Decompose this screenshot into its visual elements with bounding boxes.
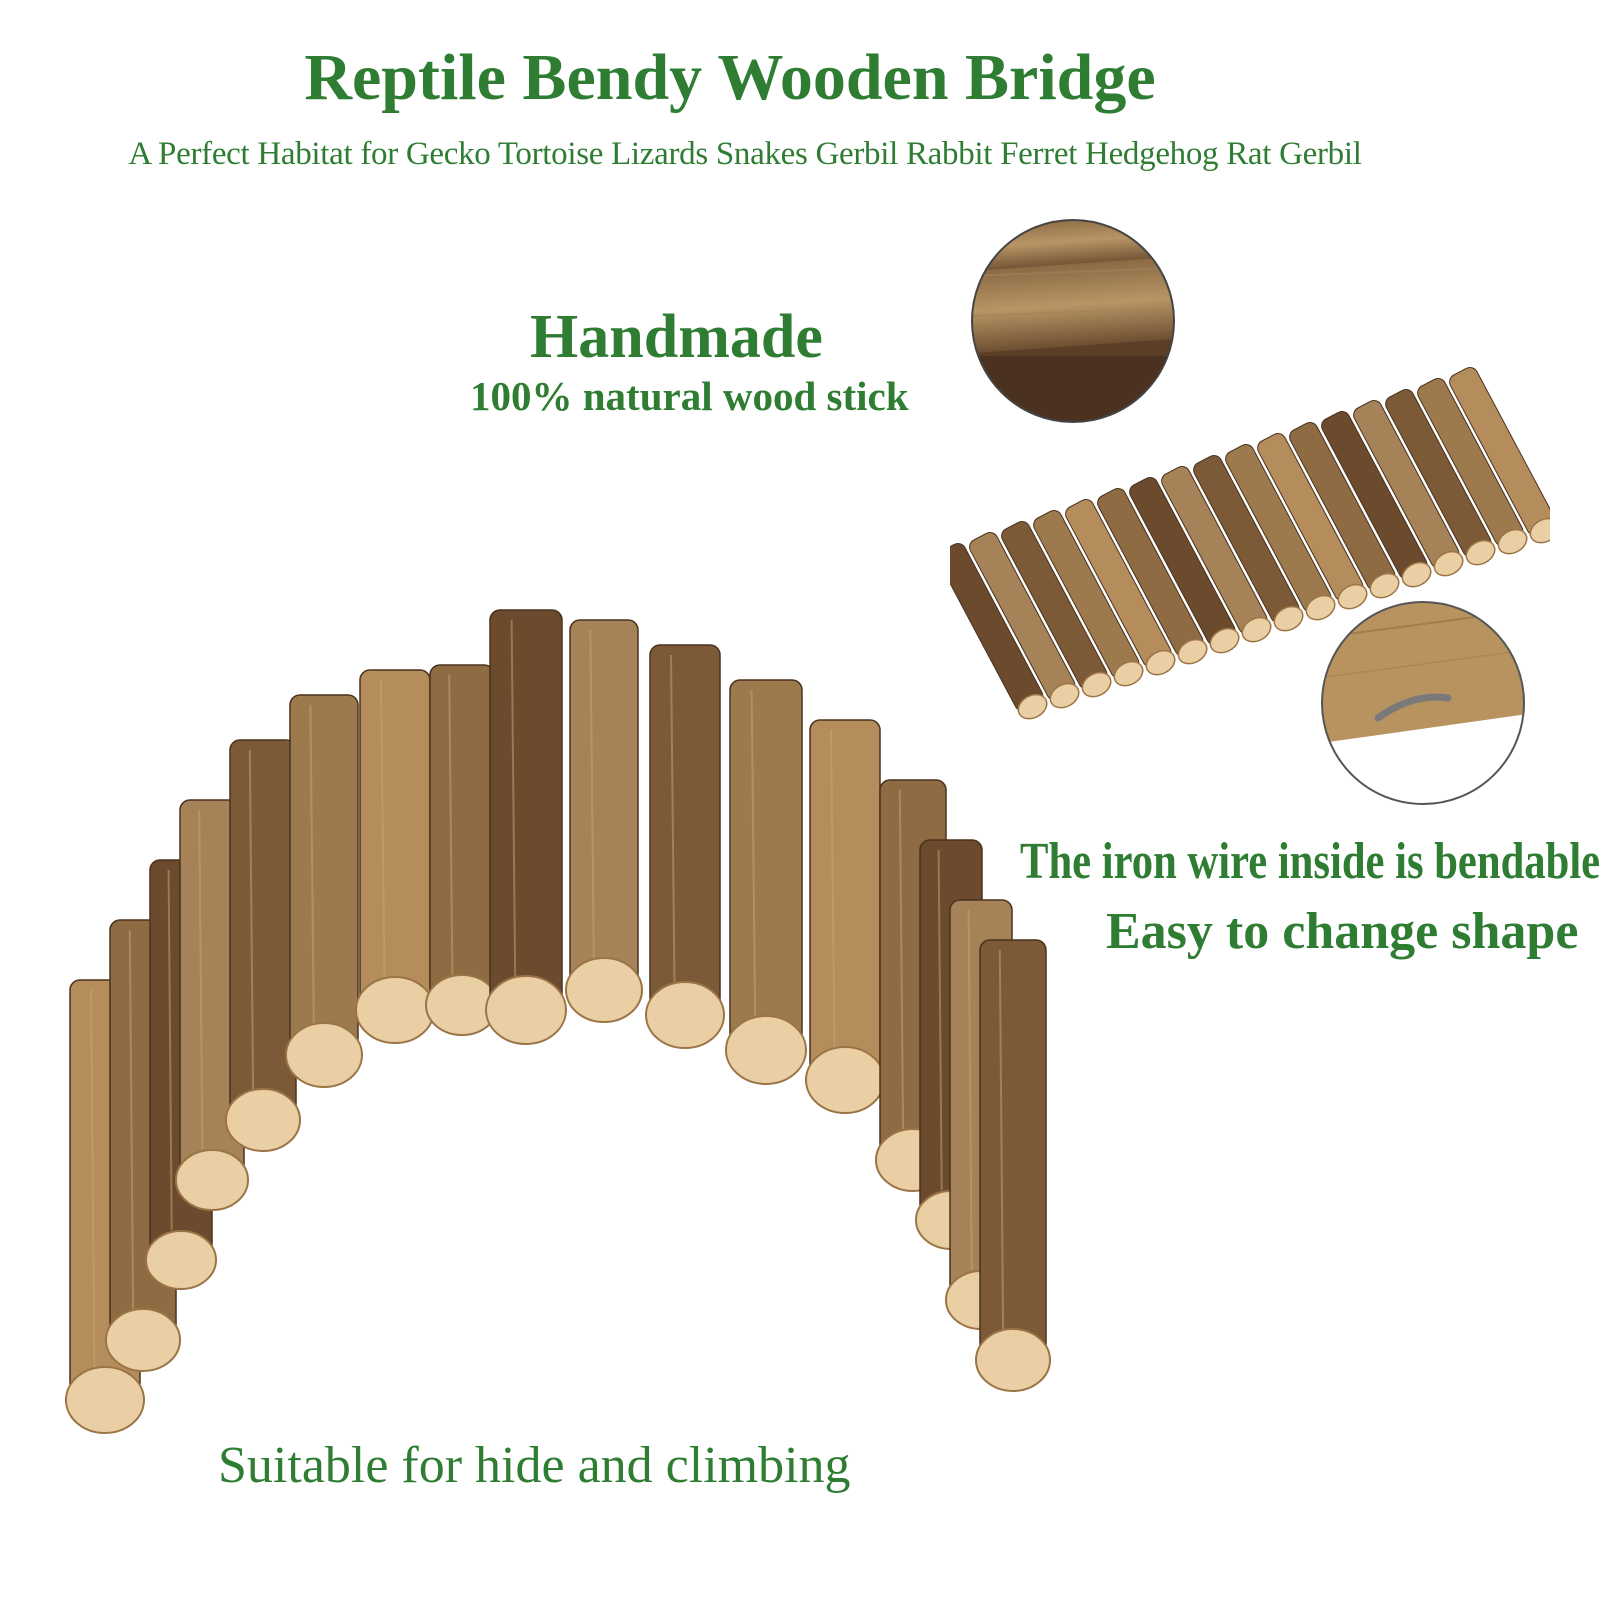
page-title: Reptile Bendy Wooden Bridge <box>304 41 1156 114</box>
flat-bridge-image <box>950 366 1550 720</box>
feature-shape-line: Easy to change shape <box>1106 903 1579 960</box>
feature-use-line: Suitable for hide and climbing <box>218 1437 851 1494</box>
arched-bridge-image <box>65 609 1051 1434</box>
feature-wire-line: The iron wire inside is bendable <box>1020 833 1600 890</box>
page-subtitle: A Perfect Habitat for Gecko Tortoise Liz… <box>128 136 1362 172</box>
feature-handmade-title: Handmade <box>530 303 823 371</box>
iron-wire-closeup-image <box>1321 601 1525 805</box>
wood-closeup-image <box>971 219 1175 423</box>
feature-handmade-detail: 100% natural wood stick <box>470 373 909 419</box>
